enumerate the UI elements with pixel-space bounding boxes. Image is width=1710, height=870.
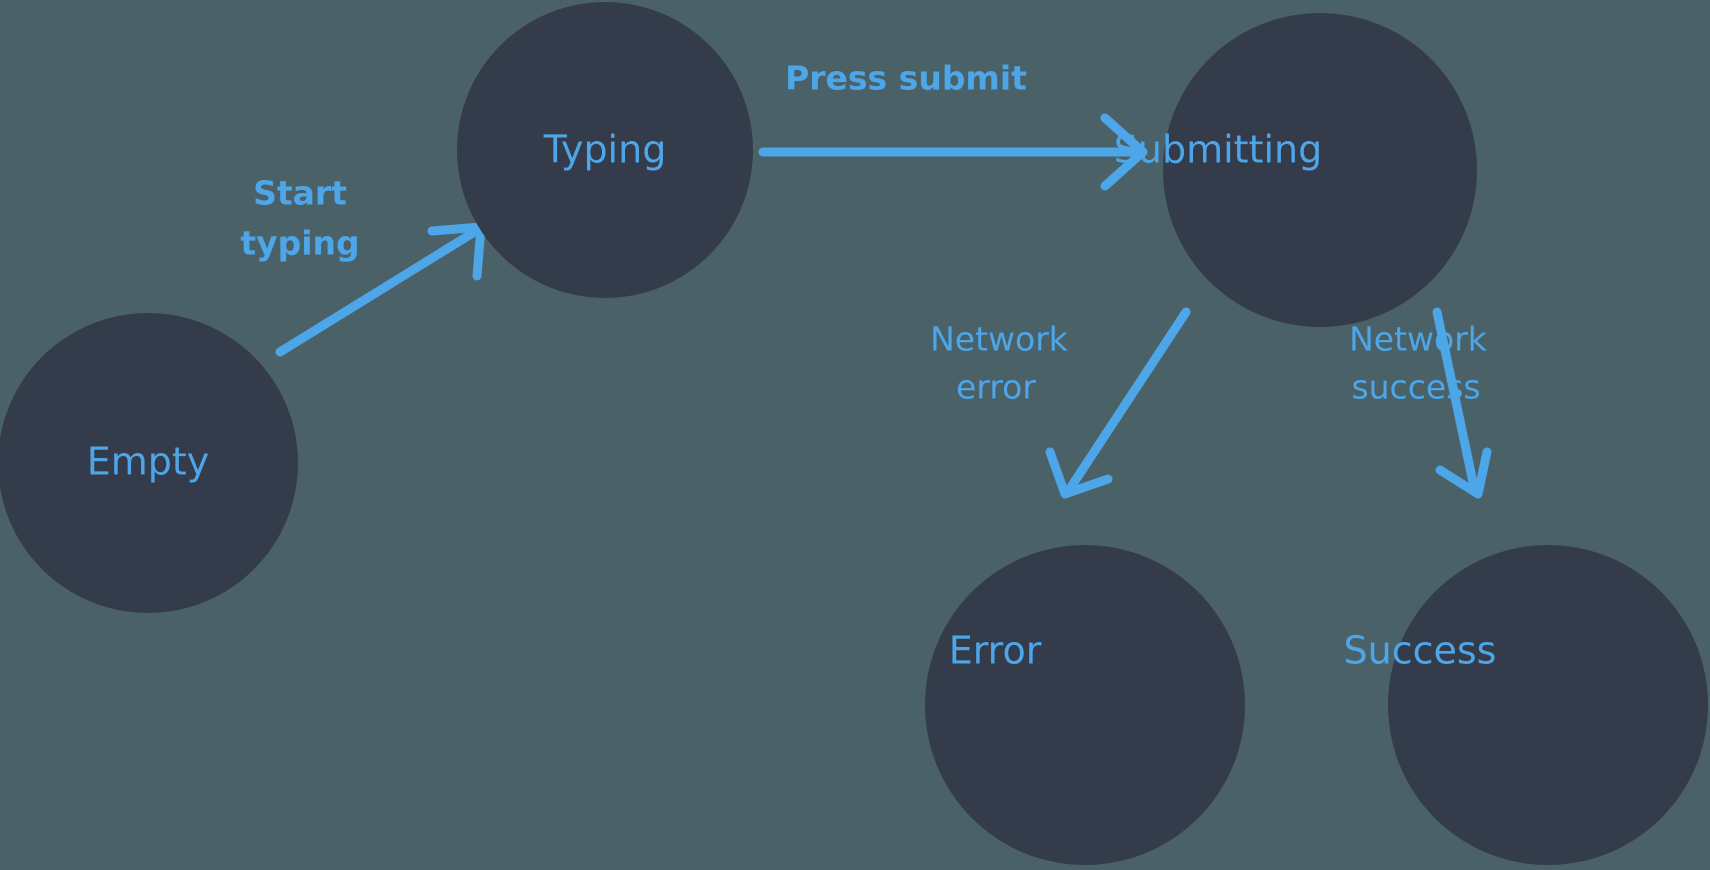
node-label-submitting: Submitting bbox=[1114, 128, 1322, 172]
node-empty[interactable]: Empty bbox=[0, 313, 298, 613]
node-success[interactable]: Success bbox=[1344, 545, 1708, 865]
node-circle-empty[interactable] bbox=[0, 313, 298, 613]
edge-label-network-success-line-2: success bbox=[1351, 368, 1480, 407]
node-label-error: Error bbox=[949, 629, 1042, 673]
edge-submitting-to-error bbox=[1045, 307, 1191, 499]
edge-line-start-typing bbox=[275, 226, 481, 357]
edge-label-start-typing-line-2: typing bbox=[240, 224, 359, 263]
arrowhead-network-success bbox=[1435, 447, 1492, 499]
node-label-typing: Typing bbox=[543, 128, 667, 172]
edge-typing-to-submitting bbox=[758, 113, 1148, 191]
node-label-success: Success bbox=[1344, 629, 1497, 673]
edge-label-start-typing-line-1: Start bbox=[253, 174, 347, 213]
node-circle-submitting[interactable] bbox=[1163, 13, 1477, 327]
node-label-empty: Empty bbox=[87, 440, 210, 484]
edge-label-network-error: Network error bbox=[930, 320, 1069, 407]
edge-submitting-to-success bbox=[1432, 307, 1492, 499]
node-typing[interactable]: Typing bbox=[457, 2, 753, 298]
arrowhead-network-error bbox=[1045, 447, 1113, 499]
edge-line-network-error bbox=[1066, 307, 1191, 492]
arrowhead-press-submit bbox=[1100, 113, 1148, 191]
edge-label-press-submit-line-1: Press submit bbox=[785, 59, 1027, 98]
edge-line-network-success bbox=[1432, 307, 1479, 492]
node-submitting[interactable]: Submitting bbox=[1114, 13, 1477, 327]
edge-label-network-success: Network success bbox=[1349, 320, 1488, 407]
edge-label-network-success-line-1: Network bbox=[1349, 320, 1488, 359]
edge-label-start-typing: Start typing bbox=[240, 174, 359, 263]
edge-label-network-error-line-1: Network bbox=[930, 320, 1069, 359]
node-circle-typing[interactable] bbox=[457, 2, 753, 298]
node-circle-error[interactable] bbox=[925, 545, 1245, 865]
node-error[interactable]: Error bbox=[925, 545, 1245, 865]
edge-label-press-submit: Press submit bbox=[785, 59, 1027, 98]
edge-label-network-error-line-2: error bbox=[956, 368, 1036, 407]
node-circle-success[interactable] bbox=[1388, 545, 1708, 865]
